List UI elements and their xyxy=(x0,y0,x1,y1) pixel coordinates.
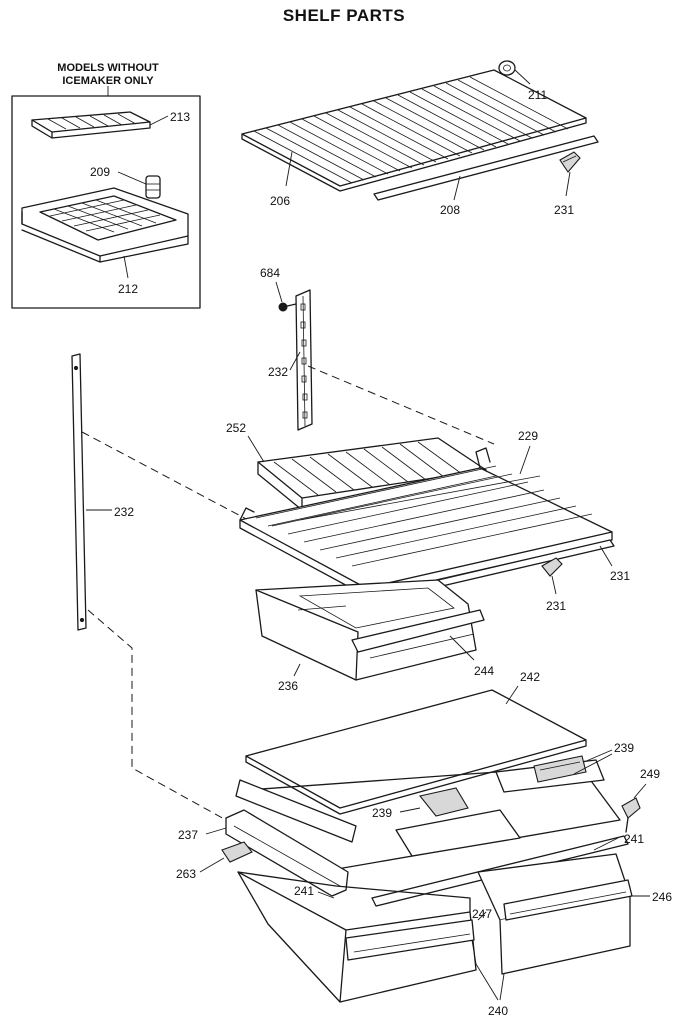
label-249: 249 xyxy=(640,767,660,781)
support-263 xyxy=(221,841,253,863)
label-232-left: 232 xyxy=(114,505,134,519)
crisper-drawer-left xyxy=(237,871,477,1003)
label-237: 237 xyxy=(178,828,198,842)
page-title: SHELF PARTS xyxy=(282,6,406,25)
ice-tray-shelf xyxy=(21,187,189,263)
end-cap-211 xyxy=(498,60,516,76)
inset-box: MODELS WITHOUT ICEMAKER ONLY xyxy=(11,62,201,309)
hinge-239-right xyxy=(533,755,587,783)
label-240: 240 xyxy=(488,1004,508,1018)
label-229: 229 xyxy=(518,429,538,443)
inset-caption-line2: ICEMAKER ONLY xyxy=(62,75,154,87)
wire-shelf-206 xyxy=(241,69,587,192)
label-252: 252 xyxy=(226,421,246,435)
label-213: 213 xyxy=(170,110,190,124)
label-212: 212 xyxy=(118,282,138,296)
label-242: 242 xyxy=(520,670,540,684)
label-231-lower: 231 xyxy=(546,599,566,613)
label-232-center: 232 xyxy=(268,365,288,379)
label-236: 236 xyxy=(278,679,298,693)
control-knob-249 xyxy=(621,797,641,833)
label-231-top: 231 xyxy=(554,203,574,217)
shelf-rail-center xyxy=(295,289,313,431)
label-231-trim: 231 xyxy=(610,569,630,583)
label-241-left: 241 xyxy=(294,884,314,898)
crisper-cover-242 xyxy=(245,689,587,815)
label-246: 246 xyxy=(652,890,672,904)
inset-caption-line1: MODELS WITHOUT xyxy=(57,62,159,74)
crisper-divider-237 xyxy=(225,809,349,897)
meat-drawer-236 xyxy=(255,579,477,681)
label-263: 263 xyxy=(176,867,196,881)
shelf-support-231-top xyxy=(559,151,581,173)
wire-shelf-229 xyxy=(239,447,613,597)
clip-part-209 xyxy=(145,175,161,199)
shelf-support-231-lower xyxy=(541,557,563,577)
label-241-right: 241 xyxy=(624,832,644,846)
label-208: 208 xyxy=(440,203,460,217)
ice-tray xyxy=(31,111,151,139)
label-239-center: 239 xyxy=(372,806,392,820)
screw-684 xyxy=(278,302,297,312)
shelf-trim-208 xyxy=(373,135,599,201)
label-211: 211 xyxy=(528,88,547,102)
label-209: 209 xyxy=(90,165,110,179)
shelf-rail-left xyxy=(71,353,87,631)
label-206: 206 xyxy=(270,194,290,208)
hinge-239-center xyxy=(419,787,469,817)
label-244: 244 xyxy=(474,664,494,678)
crisper-drawer-right xyxy=(477,853,633,975)
label-684: 684 xyxy=(260,266,280,280)
label-247: 247 xyxy=(472,907,492,921)
label-239-right: 239 xyxy=(614,741,634,755)
drawer-cover-244 xyxy=(351,609,485,653)
